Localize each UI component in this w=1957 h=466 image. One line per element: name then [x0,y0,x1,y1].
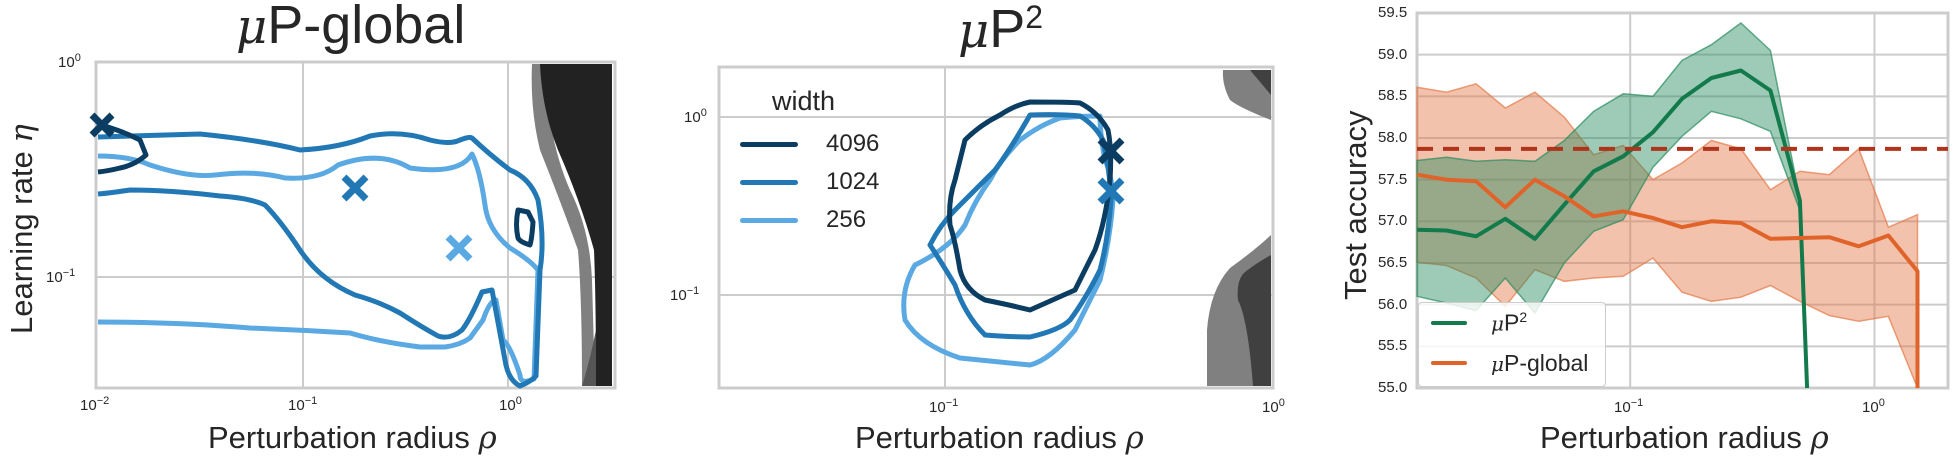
ylabel-text: Test accuracy [1338,110,1373,300]
panel2-legend: width 4096 1024 256 [740,86,879,239]
panel3-legend: μP2 μP-global [1418,302,1606,387]
p1-xtick-1: 10−1 [288,395,318,414]
optimum-markers [89,112,473,262]
legend-item-mup2: μP2 [1419,303,1605,343]
series-line [1416,68,1810,389]
title-symbol: μ [236,0,268,55]
p2-xtick-1: 100 [1262,397,1285,416]
legend-title: width [772,86,836,116]
legend-swatch [1431,321,1467,325]
xlabel-text: Perturbation radius [855,420,1126,455]
gridlines [96,62,615,388]
legend-swatch [1431,361,1467,365]
title-text: P [989,0,1026,59]
title-superscript: 2 [1025,0,1044,35]
legend-swatch [740,217,798,223]
xlabel-text: Perturbation radius [1540,420,1811,455]
p2-ytick-1: 10−1 [670,285,700,304]
xlabel-symbol: ρ [1125,420,1144,456]
panel-mup-global [89,60,617,390]
legend-label: 256 [826,206,867,233]
p1-xtick-0: 10−2 [80,395,110,414]
legend-item-1024: 1024 [740,163,879,201]
panel1-ylabel: Learning rate η [4,124,40,334]
optimum-marker-4096 [89,112,115,138]
legend-item-4096: 4096 [740,125,879,163]
p1-xtick-2: 100 [499,395,522,414]
panel-mup2 [717,65,1275,390]
p3-xtick-0: 10−1 [1614,397,1644,416]
p3-ytick: 57.0 [1378,212,1408,230]
p3-ytick: 56.5 [1378,254,1408,271]
ylabel-text: Learning rate [4,142,39,334]
p3-ytick: 55.5 [1378,337,1408,355]
xlabel-symbol: ρ [1810,420,1829,456]
contour-1024 [97,131,545,389]
panel2-xlabel: Perturbation radius ρ [855,420,1144,456]
p3-ytick: 58.5 [1378,87,1408,105]
legend-label: 1024 [826,168,880,195]
legend-swatch [740,179,798,185]
divergence-region [531,64,612,386]
legend-item-256: 256 [740,201,879,239]
panel1-title: μP-global [236,0,465,56]
panel3-ylabel: Test accuracy [1338,110,1374,300]
legend-item-mup-global: μP-global [1419,343,1605,383]
mean-lines [1416,68,1920,389]
optimum-markers [1097,137,1125,205]
p3-ytick: 59.5 [1378,4,1408,21]
divergence-region [1207,70,1271,386]
p3-ytick: 59.0 [1378,45,1408,63]
title-symbol: μ [958,3,990,59]
optimum-marker-1024 [341,174,369,202]
p3-ytick: 58.0 [1378,129,1408,146]
xlabel-symbol: ρ [478,420,497,456]
p2-ytick-0: 100 [684,107,707,126]
p3-ytick: 56.0 [1378,295,1408,313]
p3-ytick: 55.0 [1378,379,1408,396]
panel2-title: μP2 [958,0,1043,60]
p2-xtick-0: 10−1 [929,397,959,416]
ylabel-symbol: η [4,124,40,143]
title-text: P-global [267,0,466,55]
p1-ytick-1: 10−1 [46,267,76,286]
legend-label: μP-global [1491,349,1589,376]
optimum-marker-4096 [1097,137,1125,165]
p1-ytick-0: 100 [58,52,81,71]
contour-4096 [947,99,1114,313]
panel3-xlabel: Perturbation radius ρ [1540,420,1829,456]
gridlines [1417,12,1948,389]
legend-label: μP2 [1491,309,1528,336]
series-line [1416,172,1920,388]
xlabel-text: Perturbation radius [208,420,479,455]
contour-256 [97,151,541,384]
legend-swatch [740,141,798,147]
contour-4096 [97,121,536,248]
legend-label: 4096 [826,130,880,157]
optimum-marker-1024 [1097,177,1125,205]
p3-xtick-1: 100 [1862,397,1885,416]
p3-ytick: 57.5 [1378,170,1408,188]
optimum-marker-256 [445,234,473,262]
panel1-xlabel: Perturbation radius ρ [208,420,497,456]
